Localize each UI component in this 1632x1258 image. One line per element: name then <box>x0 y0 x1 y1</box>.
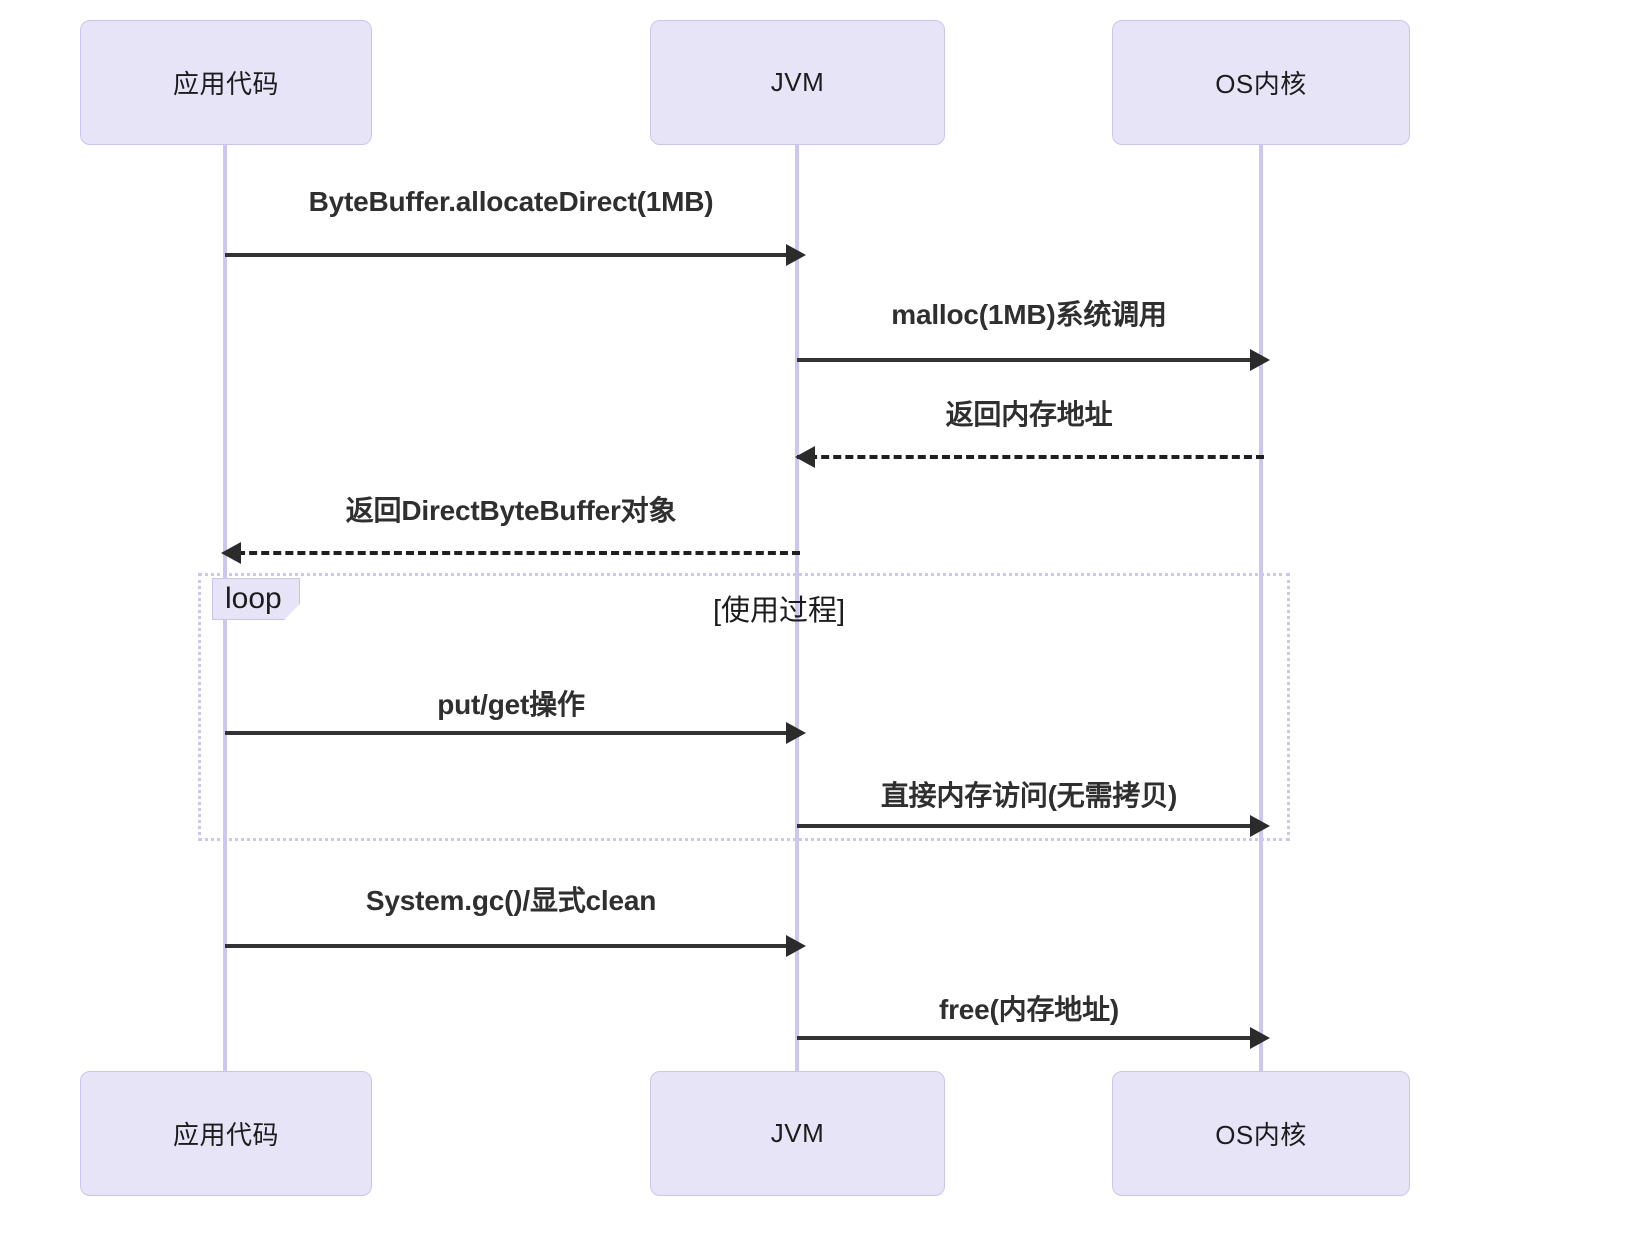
participant-box-jvm-top[interactable]: JVM <box>650 20 945 145</box>
message-line-8 <box>797 1036 1264 1040</box>
arrowhead-right-icon-2 <box>1250 349 1270 371</box>
arrowhead-right-icon-7 <box>786 935 806 957</box>
arrowhead-right-icon-8 <box>1250 1027 1270 1049</box>
participant-label: JVM <box>770 1118 825 1148</box>
message-label-5: put/get操作 <box>437 689 585 720</box>
arrowhead-right-icon-1 <box>786 244 806 266</box>
lifeline-jvm <box>795 145 799 1071</box>
participant-box-app-top[interactable]: 应用代码 <box>80 20 372 145</box>
message-label-1: ByteBuffer.allocateDirect(1MB) <box>308 186 714 217</box>
lifeline-os <box>1259 145 1263 1071</box>
message-label-8: free(内存地址) <box>938 994 1119 1025</box>
message-label-7: System.gc()/显式clean <box>365 885 657 916</box>
message-label-3: 返回内存地址 <box>945 399 1113 430</box>
loop-fragment-tab-label: loop <box>225 582 282 615</box>
arrowhead-right-icon-5 <box>786 722 806 744</box>
participant-label: JVM <box>770 67 825 97</box>
arrowhead-left-icon-4 <box>221 542 241 564</box>
message-line-2 <box>797 358 1264 362</box>
message-line-3 <box>797 455 1264 459</box>
message-line-7 <box>225 944 800 948</box>
loop-fragment-condition: [使用过程] <box>713 595 846 627</box>
participant-label: OS内核 <box>1215 1120 1307 1150</box>
arrowhead-right-icon-6 <box>1250 815 1270 837</box>
message-label-2: malloc(1MB)系统调用 <box>891 299 1167 330</box>
message-line-4 <box>225 551 800 555</box>
message-line-6 <box>797 824 1264 828</box>
participant-box-app-bottom[interactable]: 应用代码 <box>80 1071 372 1196</box>
participant-label: 应用代码 <box>172 1120 279 1150</box>
participant-box-os-bottom[interactable]: OS内核 <box>1112 1071 1410 1196</box>
participant-label: OS内核 <box>1215 69 1307 99</box>
arrowhead-left-icon-3 <box>795 446 815 468</box>
participant-box-os-top[interactable]: OS内核 <box>1112 20 1410 145</box>
participant-box-jvm-bottom[interactable]: JVM <box>650 1071 945 1196</box>
message-line-1 <box>225 253 800 257</box>
message-line-5 <box>225 731 800 735</box>
loop-fragment-tab[interactable]: loop <box>212 578 300 620</box>
loop-fragment-frame <box>198 573 1290 841</box>
message-label-4: 返回DirectByteBuffer对象 <box>345 495 677 526</box>
message-label-6: 直接内存访问(无需拷贝) <box>880 780 1178 811</box>
participant-label: 应用代码 <box>172 69 279 99</box>
